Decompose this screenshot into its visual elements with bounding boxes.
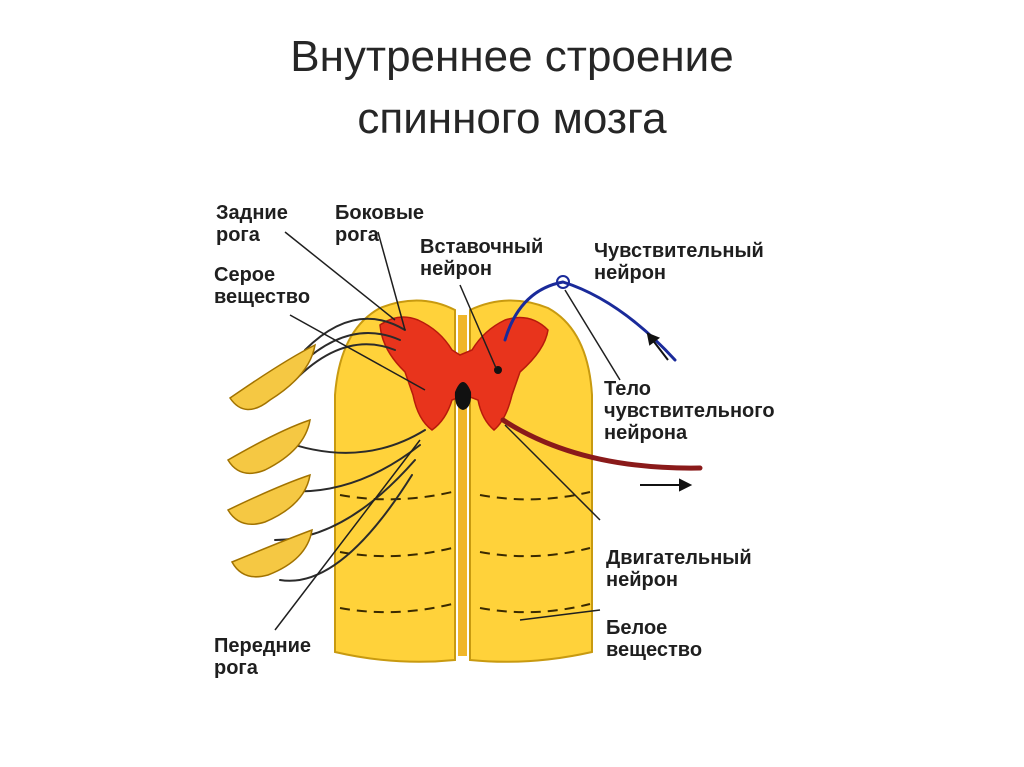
label-sensory-neuron: Чувствительный нейрон [594,240,764,284]
label-lateral-horns: Боковые рога [335,202,424,246]
spinal-ganglia [228,345,315,577]
label-anterior-horns: Передние рога [214,635,311,679]
label-motor-neuron: Двигательный нейрон [606,547,752,591]
label-white-matter: Белое вещество [606,617,702,661]
label-sensory-neuron-body: Тело чувствительного нейрона [604,378,775,444]
label-posterior-horns: Задние рога [216,202,288,246]
label-interneuron: Вставочный нейрон [420,236,543,280]
label-gray-matter: Серое вещество [214,264,310,308]
